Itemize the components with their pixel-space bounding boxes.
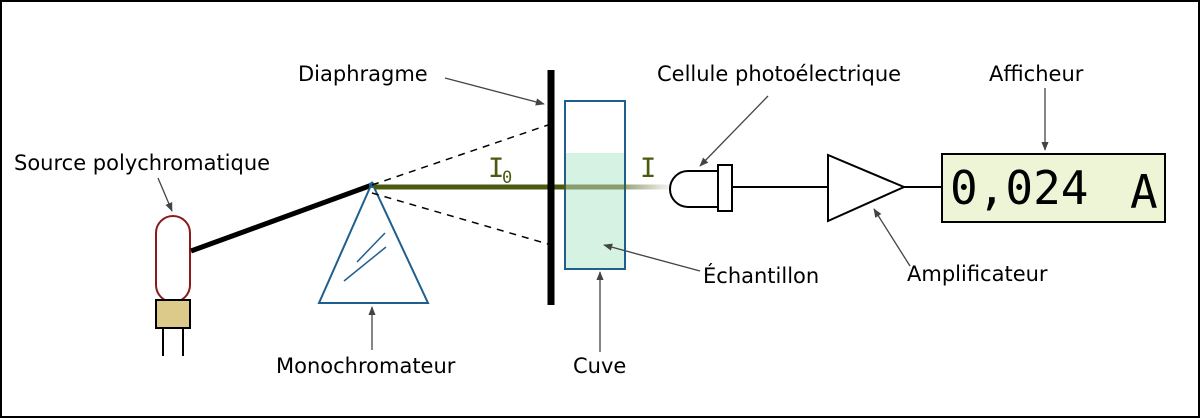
prism-reflection-1 [356, 232, 386, 263]
display-value: 0,024 [950, 161, 1088, 215]
sample-liquid [566, 153, 625, 269]
photocell-pointer-arrow [699, 95, 769, 167]
source-pointer-arrow [157, 177, 173, 212]
diaphragm-label: Diaphragme [298, 62, 428, 86]
prism-reflection-2 [343, 246, 387, 282]
display-label: Afficheur [989, 62, 1084, 86]
source-label: Source polychromatique [14, 151, 270, 175]
photocell-label: Cellule photoélectrique [657, 62, 901, 86]
photocell-body [669, 170, 719, 208]
lamp-bulb [155, 215, 191, 303]
incident-intensity-subscript: 0 [502, 168, 512, 188]
lamp-source [155, 215, 191, 356]
display-unit: 0,024 A [941, 153, 1166, 223]
display-screen [941, 153, 1166, 223]
lamp-base [155, 299, 191, 329]
polychromatic-beam [190, 182, 373, 254]
sample-label: Échantillon [703, 263, 819, 288]
cuvette-label: Cuve [573, 354, 626, 378]
display-unit-symbol: A [1130, 165, 1158, 219]
dispersion-line-upper [371, 124, 549, 186]
amplifier-symbol [827, 153, 907, 223]
dispersion-line-lower [371, 192, 549, 245]
transmitted-beam [625, 184, 671, 190]
sample-pointer-arrow [603, 243, 701, 272]
diaphragm-pointer-arrow [444, 77, 545, 106]
photocell-flange [717, 164, 733, 212]
incident-intensity-symbol: I [488, 153, 504, 184]
monochromator-label: Monochromateur [276, 354, 456, 378]
prism-triangle [317, 180, 430, 304]
amplifier-pointer-arrow [873, 208, 911, 267]
amplifier-label: Amplificateur [907, 262, 1048, 286]
transmitted-intensity-symbol: I [640, 153, 656, 184]
photocell [669, 164, 733, 212]
monochromator-prism [317, 180, 430, 304]
